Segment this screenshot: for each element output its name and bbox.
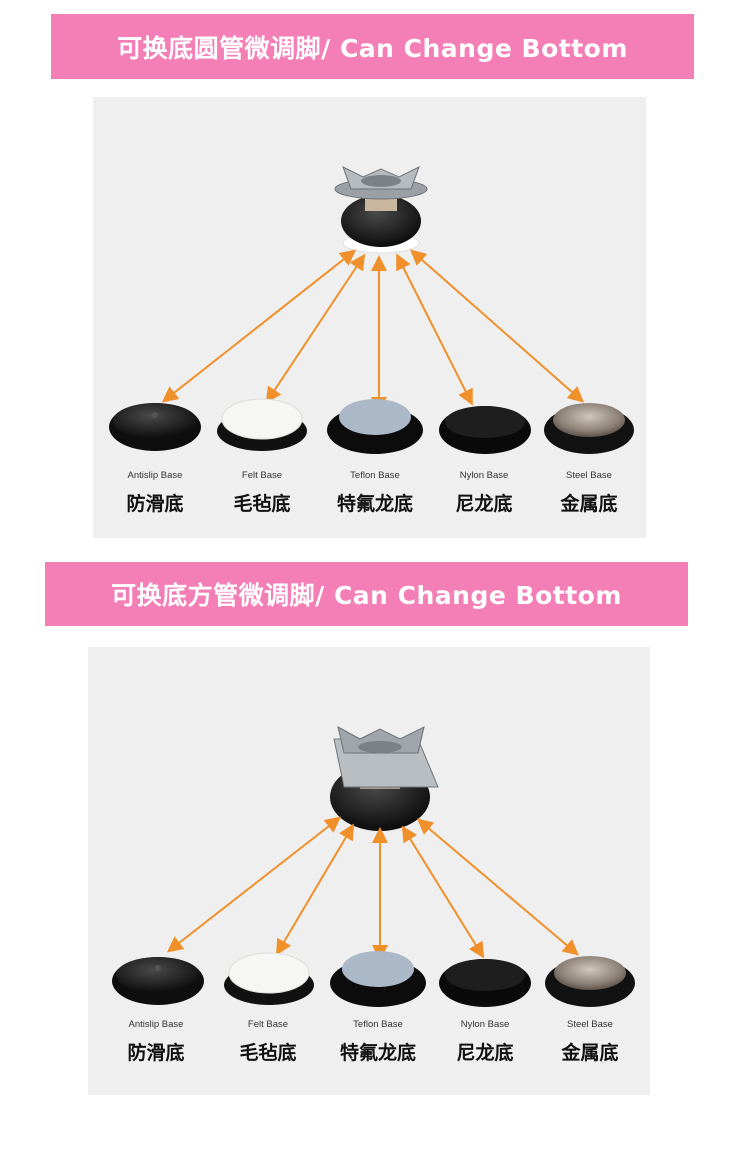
base-label-en: Antislip Base — [127, 470, 183, 481]
base-label-zh: 特氟龙底 — [336, 493, 413, 515]
product-illustration — [112, 726, 635, 1007]
section-banner-round-tube: 可换底圆管微调脚/ Can Change Bottom — [51, 14, 694, 79]
product-illustration — [109, 165, 634, 454]
base-label-zh: 特氟龙底 — [339, 1042, 416, 1064]
round-adjuster-foot-icon — [334, 165, 428, 254]
base-label-zh: 尼龙底 — [456, 1042, 514, 1064]
antislip-base-icon — [112, 957, 204, 1005]
base-label-en: Teflon Base — [353, 1019, 403, 1030]
base-label-steel: Steel Base 金属底 — [529, 470, 646, 516]
section-banner-square-tube: 可换底方管微调脚/ Can Change Bottom — [45, 562, 688, 626]
base-label-nylon: Nylon Base 尼龙底 — [424, 470, 544, 516]
base-label-zh: 金属底 — [561, 1042, 619, 1064]
base-label-zh: 金属底 — [560, 493, 618, 515]
felt-base-icon — [224, 952, 314, 1005]
base-label-zh: 防滑底 — [126, 493, 184, 515]
base-label-felt: Felt Base 毛毡底 — [202, 470, 322, 516]
teflon-base-icon — [327, 399, 423, 454]
base-label-en: Steel Base — [566, 470, 612, 481]
base-label-en: Teflon Base — [350, 470, 400, 481]
base-label-zh: 尼龙底 — [455, 493, 513, 515]
base-label-en: Nylon Base — [459, 470, 509, 481]
base-label-teflon: Teflon Base 特氟龙底 — [318, 1019, 438, 1065]
product-panel-square-tube: Antislip Base 防滑底 Felt Base 毛毡底 Teflon B… — [88, 647, 650, 1095]
base-label-en: Felt Base — [247, 1019, 289, 1030]
nylon-base-icon — [439, 959, 531, 1007]
base-label-en: Nylon Base — [460, 1019, 510, 1030]
arrows — [166, 816, 580, 961]
base-label-antislip: Antislip Base 防滑底 — [95, 470, 215, 516]
base-label-felt: Felt Base 毛毡底 — [208, 1019, 328, 1065]
base-label-zh: 防滑底 — [127, 1042, 185, 1064]
base-label-en: Felt Base — [241, 470, 283, 481]
teflon-base-icon — [330, 951, 426, 1007]
base-label-en: Antislip Base — [128, 1019, 184, 1030]
base-label-en: Steel Base — [567, 1019, 613, 1030]
square-adjuster-foot-icon — [330, 726, 439, 831]
base-label-nylon: Nylon Base 尼龙底 — [425, 1019, 545, 1065]
product-panel-round-tube: Antislip Base 防滑底 Felt Base 毛毡底 Teflon B… — [93, 97, 646, 538]
felt-base-icon — [217, 398, 307, 451]
steel-base-icon — [545, 956, 635, 1007]
base-label-zh: 毛毡底 — [233, 493, 291, 515]
banner-title: 可换底方管微调脚/ Can Change Bottom — [111, 581, 622, 610]
base-label-teflon: Teflon Base 特氟龙底 — [315, 470, 435, 516]
banner-title: 可换底圆管微调脚/ Can Change Bottom — [117, 33, 628, 63]
antislip-base-icon — [109, 403, 201, 451]
base-label-steel: Steel Base 金属底 — [530, 1019, 650, 1065]
steel-base-icon — [544, 403, 634, 454]
base-label-antislip: Antislip Base 防滑底 — [96, 1019, 216, 1065]
base-label-zh: 毛毡底 — [239, 1042, 297, 1064]
nylon-base-icon — [439, 406, 531, 454]
arrows — [161, 249, 585, 413]
